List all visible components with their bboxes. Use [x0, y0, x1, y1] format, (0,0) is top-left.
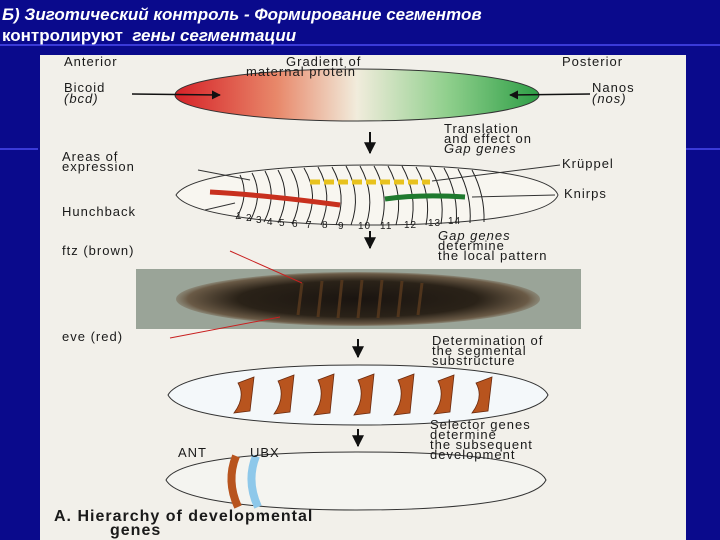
ftz-text: ftz (brown) — [62, 243, 135, 258]
areas-label-2: expression — [62, 159, 135, 174]
figure-caption-2: genes — [110, 522, 162, 539]
segment-number: 10 — [358, 221, 372, 232]
segment-number: 13 — [428, 218, 442, 229]
nanos-abbr-label: (nos) — [592, 91, 627, 106]
posterior-label: Posterior — [562, 55, 624, 69]
step4-label-4: development — [430, 447, 516, 462]
segment-blocks — [233, 373, 493, 416]
ftz-pointer — [229, 250, 303, 284]
segment-number: 2 — [246, 213, 253, 224]
bicoid-abbr-label: (bcd) — [64, 91, 99, 106]
step1-label-1: Translation — [444, 121, 519, 136]
nanos-arrow — [509, 90, 591, 100]
segment-number: 5 — [279, 218, 286, 229]
kruppel-pointer — [431, 164, 561, 182]
knirps-label: Knirps — [564, 186, 607, 201]
segment-number: 3 — [256, 215, 263, 226]
eve-pointer — [169, 316, 281, 339]
segmented-embryo — [167, 364, 549, 426]
segment-number: 7 — [306, 220, 313, 231]
knirps-stripe — [384, 193, 466, 202]
ant-stripe — [227, 454, 242, 509]
step1-label-2: and effect on — [444, 131, 532, 146]
hunchback-label: Hunchback — [62, 204, 137, 219]
hunchback-pointer — [204, 202, 236, 211]
step2-label-1: Gap genes — [438, 228, 511, 243]
segment-number: 11 — [380, 221, 393, 232]
areas-label-1: Areas of — [62, 149, 119, 164]
bicoid-label: Bicoid — [64, 80, 106, 95]
hunchback-stripe — [209, 189, 341, 208]
segment-number: 8 — [322, 220, 329, 231]
embryo-photo-body — [176, 272, 540, 326]
areas-pointer — [197, 169, 251, 181]
gradient-label-1: Gradient of — [286, 55, 362, 69]
knirps-pointer — [471, 194, 556, 198]
slide-title-plain: контролируют — [2, 26, 123, 45]
segmentation-diagram: Anterior Posterior Gradient of maternal … — [40, 55, 686, 540]
ubx-stripe — [247, 454, 262, 509]
step3-label-3: substructure — [432, 353, 516, 368]
segment-number: 14 — [448, 216, 462, 227]
segment-number: 9 — [338, 221, 345, 232]
step2-label-3: the local pattern — [438, 248, 548, 263]
embryo-photo-stripes — [296, 279, 424, 319]
step3-label-2: the segmental — [432, 343, 527, 358]
segment-number: 1 — [236, 211, 243, 222]
slide-title-italic: гены сегментации — [132, 26, 297, 45]
step4-label-1: Selector genes — [430, 417, 531, 432]
step4-label-3: the subsequent — [430, 437, 533, 452]
step3-label-1: Determination of — [432, 333, 544, 348]
nanos-label: Nanos — [592, 80, 635, 95]
maternal-gradient-egg — [174, 68, 540, 122]
slide-title-line1: Б) Зиготический контроль - Формирование … — [2, 5, 482, 24]
segment-number: 6 — [292, 219, 299, 230]
decorative-line-top — [0, 44, 720, 46]
step1-label-3: Gap genes — [444, 141, 517, 156]
ant-label: ANT — [178, 445, 207, 460]
selector-gene-embryo — [165, 451, 547, 511]
slide-title-line2: контролируют гены сегментации — [2, 25, 702, 46]
ubx-label: UBX — [250, 445, 280, 460]
decorative-line-left — [0, 148, 38, 150]
ftz-label: ftz (brown) — [62, 243, 135, 258]
slide-title: Б) Зиготический контроль - Формирование … — [2, 4, 702, 46]
segment-number: 12 — [404, 220, 418, 231]
kruppel-label: Krüppel — [562, 156, 614, 171]
anterior-label: Anterior — [64, 55, 118, 69]
eve-label: eve (red) — [62, 329, 124, 344]
step4-label-2: determine — [430, 427, 497, 442]
figure-caption-1: A. Hierarchy of developmental — [54, 508, 314, 525]
gradient-label-2: maternal protein — [246, 64, 356, 79]
decorative-line-right — [686, 148, 720, 150]
step2-label-2: determine — [438, 238, 505, 253]
bicoid-arrow — [131, 90, 221, 100]
segment-number: 4 — [267, 217, 274, 228]
eve-text: eve (red) — [62, 329, 124, 344]
diagram-graphics — [131, 68, 591, 511]
